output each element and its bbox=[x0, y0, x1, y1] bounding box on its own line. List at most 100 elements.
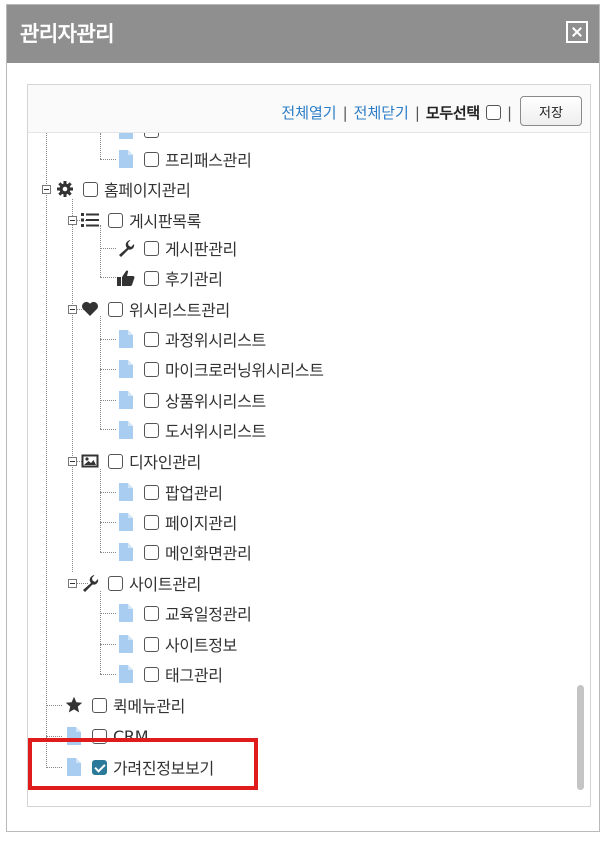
node-label: 과정위시리스트 bbox=[165, 331, 266, 350]
tree-toolbar: 전체열기 | 전체닫기 | 모두선택 | 저장 bbox=[28, 85, 590, 133]
tree-node-tag: 태그관리 bbox=[116, 663, 223, 685]
thumbs-up-icon bbox=[116, 269, 136, 287]
collapse-toggle-design[interactable] bbox=[68, 457, 77, 466]
file-icon bbox=[116, 483, 136, 501]
collapse-toggle-board-list[interactable] bbox=[68, 216, 77, 225]
tree-node-main-screen: 메인화면관리 bbox=[116, 541, 252, 563]
file-icon bbox=[116, 665, 136, 683]
node-label: 사이트관리 bbox=[129, 575, 202, 594]
node-label: 게시판목록 bbox=[129, 212, 202, 231]
node-label: 게시판관리 bbox=[165, 240, 238, 259]
permission-checkbox[interactable] bbox=[92, 697, 107, 713]
menu-tree: 프리패스관리 홈페이지관리 게시판목록 게시판관리 후기관리 bbox=[28, 85, 590, 806]
admin-dialog: 관리자관리 bbox=[6, 4, 600, 832]
toolbar-separator: | bbox=[506, 103, 512, 122]
permission-checkbox[interactable] bbox=[144, 151, 159, 167]
select-all-checkbox[interactable] bbox=[485, 105, 501, 120]
permission-checkbox[interactable] bbox=[108, 301, 123, 317]
node-label: 교육일정관리 bbox=[165, 605, 252, 624]
node-label: 디자인관리 bbox=[129, 453, 202, 472]
node-label: 도서위시리스트 bbox=[165, 422, 266, 441]
file-icon bbox=[116, 150, 136, 168]
permission-checkbox[interactable] bbox=[108, 575, 123, 591]
title-bar: 관리자관리 bbox=[7, 5, 599, 63]
tree-node-quick-menu: 퀵메뉴관리 bbox=[64, 694, 185, 716]
node-label: 페이지관리 bbox=[165, 514, 238, 533]
node-label: 마이크로러닝위시리스트 bbox=[165, 361, 324, 380]
select-all-label: 모두선택 bbox=[425, 104, 480, 122]
tree-node-board-admin: 게시판관리 bbox=[116, 237, 237, 259]
file-icon bbox=[116, 330, 136, 348]
tree-node-page: 페이지관리 bbox=[116, 511, 237, 533]
node-label: 메인화면관리 bbox=[165, 544, 252, 563]
toolbar-separator: | bbox=[414, 103, 420, 122]
permission-checkbox[interactable] bbox=[144, 240, 159, 256]
toolbar-separator: | bbox=[342, 103, 348, 122]
highlight-box bbox=[28, 738, 258, 790]
tree-node-board-list: 게시판목록 bbox=[80, 209, 201, 231]
collapse-toggle-homepage[interactable] bbox=[42, 185, 51, 194]
image-icon bbox=[80, 452, 100, 470]
tree-node-design: 디자인관리 bbox=[80, 450, 201, 472]
node-label: 프리패스관리 bbox=[165, 151, 252, 170]
wrench-icon bbox=[80, 574, 100, 592]
expand-all-link[interactable]: 전체열기 bbox=[281, 104, 337, 122]
file-icon bbox=[116, 360, 136, 378]
file-icon bbox=[64, 758, 84, 776]
file-icon bbox=[116, 391, 136, 409]
node-label: 가려진정보보기 bbox=[113, 759, 214, 778]
permission-checkbox[interactable] bbox=[144, 514, 159, 530]
permission-checkbox[interactable] bbox=[144, 666, 159, 682]
tree-node-review-admin: 후기관리 bbox=[116, 267, 223, 289]
tree-node-site-info: 사이트정보 bbox=[116, 633, 237, 655]
permission-checkbox[interactable] bbox=[144, 636, 159, 652]
file-icon bbox=[116, 635, 136, 653]
tree-node-popup: 팝업관리 bbox=[116, 481, 223, 503]
permission-checkbox[interactable] bbox=[144, 605, 159, 621]
save-button[interactable]: 저장 bbox=[520, 96, 582, 126]
list-icon bbox=[80, 211, 100, 229]
tree-node-free-pass: 프리패스관리 bbox=[116, 148, 252, 170]
node-label: 팝업관리 bbox=[165, 484, 223, 503]
heart-icon bbox=[80, 300, 100, 318]
permission-checkbox[interactable] bbox=[144, 484, 159, 500]
permission-checkbox[interactable] bbox=[144, 270, 159, 286]
permission-checkbox-checked[interactable] bbox=[92, 759, 107, 775]
collapse-all-link[interactable]: 전체닫기 bbox=[353, 104, 409, 122]
permission-checkbox[interactable] bbox=[108, 212, 123, 228]
star-icon bbox=[64, 696, 84, 714]
permission-checkbox[interactable] bbox=[144, 392, 159, 408]
permission-panel: 프리패스관리 홈페이지관리 게시판목록 게시판관리 후기관리 bbox=[27, 84, 591, 807]
scrollbar-thumb[interactable] bbox=[577, 685, 584, 790]
collapse-toggle-site[interactable] bbox=[68, 579, 77, 588]
file-icon bbox=[116, 421, 136, 439]
node-label: 홈페이지관리 bbox=[104, 181, 191, 200]
tree-node-product-wishlist: 상품위시리스트 bbox=[116, 389, 266, 411]
file-icon bbox=[116, 604, 136, 622]
node-label: 후기관리 bbox=[165, 270, 223, 289]
dialog-title: 관리자관리 bbox=[20, 22, 115, 46]
node-label: 태그관리 bbox=[165, 666, 223, 685]
permission-checkbox[interactable] bbox=[83, 181, 98, 197]
tree-node-hidden-info: 가려진정보보기 bbox=[64, 756, 214, 778]
tree-node-course-wishlist: 과정위시리스트 bbox=[116, 328, 266, 350]
node-label: 사이트정보 bbox=[165, 636, 238, 655]
wrench-icon bbox=[116, 239, 136, 257]
file-icon bbox=[116, 543, 136, 561]
gear-icon bbox=[55, 180, 75, 198]
permission-checkbox[interactable] bbox=[144, 361, 159, 377]
tree-node-site: 사이트관리 bbox=[80, 572, 201, 594]
tree-node-schedule: 교육일정관리 bbox=[116, 602, 252, 624]
node-label: 위시리스트관리 bbox=[129, 301, 230, 320]
close-icon[interactable] bbox=[566, 21, 588, 43]
collapse-toggle-wishlist[interactable] bbox=[68, 305, 77, 314]
node-label: 퀵메뉴관리 bbox=[113, 697, 186, 716]
node-label: 상품위시리스트 bbox=[165, 392, 266, 411]
permission-checkbox[interactable] bbox=[108, 453, 123, 469]
permission-checkbox[interactable] bbox=[144, 544, 159, 560]
permission-checkbox[interactable] bbox=[144, 331, 159, 347]
tree-node-wishlist: 위시리스트관리 bbox=[80, 298, 230, 320]
permission-checkbox[interactable] bbox=[144, 422, 159, 438]
tree-node-homepage: 홈페이지관리 bbox=[55, 178, 191, 200]
tree-node-book-wishlist: 도서위시리스트 bbox=[116, 419, 266, 441]
